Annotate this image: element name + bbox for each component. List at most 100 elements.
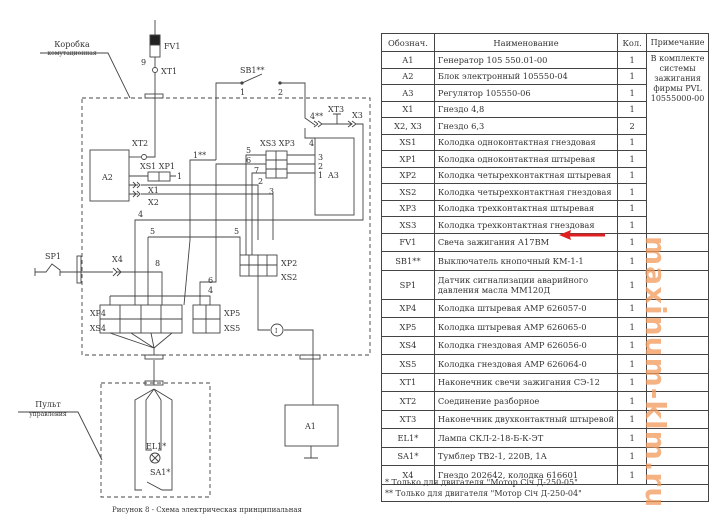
cell-name: Выключатель кнопочный КМ-1-1: [433, 251, 619, 271]
cell-ref: A1: [381, 51, 435, 69]
cell-name: Наконечник двухконтактный штыревой: [433, 409, 619, 429]
cell-qty: 1: [617, 150, 648, 168]
panel-leader-line: [18, 411, 103, 461]
cell-name: Регулятор 105550-06: [433, 84, 619, 102]
label-a3-3: 3: [318, 153, 323, 162]
xt2-terminal-icon: [141, 154, 147, 160]
cell-ref: XP5: [381, 317, 435, 337]
cell-name: Соединение разборное: [433, 391, 619, 411]
label-panel-1: Пульт: [35, 400, 61, 409]
cell-ref: XS4: [381, 335, 435, 355]
cell-name: Наконечник свечи зажигания СЭ-12: [433, 372, 619, 392]
xt1-terminal-icon: [152, 67, 158, 73]
cell-name: Колодка одноконтактная штыревая: [433, 150, 619, 168]
label-wire-2: 2: [258, 177, 263, 186]
cell-name: Колодка четырехконтактная штыревая: [433, 166, 619, 184]
header-qty: Кол.: [617, 33, 648, 52]
cell-name: Колодка одноконтактная гнездовая: [433, 133, 619, 151]
cell-note: [646, 269, 709, 300]
label-a3-4: 4: [309, 139, 314, 148]
label-pin-7: 7: [254, 166, 259, 175]
cell-name: Лампа СКЛ-2-18-Б-К-ЭТ: [433, 428, 619, 448]
table-header-row: Обознач. Наименование Кол. Примечание: [381, 33, 709, 52]
cell-ref: XP2: [381, 166, 435, 184]
footnote-2: ** Только для двигателя "Мотор Січ Д-250…: [385, 489, 582, 498]
cell-qty: 1: [617, 183, 648, 201]
control-panel-outline: [100, 382, 211, 498]
label-sa1: SA1*: [150, 468, 170, 477]
label-9: 9: [141, 58, 146, 67]
label-xp1-pin: 1: [177, 172, 182, 181]
label-wire-3: 3: [269, 187, 274, 196]
cell-ref: X1: [381, 100, 435, 118]
cell-note: [646, 465, 709, 485]
cell-qty: 1: [617, 216, 648, 234]
cell-name: Колодка штыревая AMP 626057-0: [433, 298, 619, 318]
cell-qty: 1: [617, 199, 648, 217]
cell-qty: 1: [617, 84, 648, 102]
fuse-circle-icon: [270, 323, 284, 337]
label-box-2: комутационная: [47, 50, 97, 57]
label-a2: A2: [101, 173, 113, 182]
label-wire-6: 6: [208, 276, 213, 285]
label-xt2: XT2: [132, 139, 148, 148]
cell-ref: EL1*: [381, 428, 435, 448]
label-wire-1: 1**: [193, 151, 206, 160]
cell-ref: X2, X3: [381, 117, 435, 135]
label-x3: X3: [352, 111, 363, 120]
cell-ref: SB1**: [381, 251, 435, 271]
cell-qty: 1: [617, 100, 648, 118]
label-xs1-xp1: XS1 XP1: [140, 162, 175, 171]
a3-block: [314, 137, 355, 216]
label-xs3-xp3: XS3 XP3: [260, 139, 295, 148]
label-wire-4: 4: [138, 210, 143, 219]
header-ref: Обознач.: [381, 33, 435, 52]
cell-qty: 1: [617, 67, 648, 85]
label-xp2: XP2: [281, 259, 297, 268]
cell-name: Свеча зажигания А17ВМ: [433, 232, 619, 252]
red-arrow-icon: [559, 230, 605, 240]
cell-ref: XS5: [381, 354, 435, 374]
cell-ref: XS3: [381, 216, 435, 234]
label-sb1-p2: 2: [278, 88, 283, 97]
cell-name: Колодка штыревая AMP 626065-0: [433, 317, 619, 337]
cell-ref: A2: [381, 67, 435, 85]
cell-name: Колодка трехконтактная штыревая: [433, 199, 619, 217]
cell-name: Генератор 105 550.01-00: [433, 51, 619, 69]
label-wire-5a: 5: [150, 227, 155, 236]
cell-name: Датчик сигнализации аварийного давления …: [433, 269, 619, 300]
cell-name: Колодка гнездовая AMP 626056-0: [433, 335, 619, 355]
cell-ref: XT3: [381, 409, 435, 429]
header-name: Наименование: [433, 33, 619, 52]
label-x4: X4: [112, 255, 123, 264]
label-x1: X1: [148, 186, 159, 195]
cell-ref: XP1: [381, 150, 435, 168]
cell-name: Гнездо 4,8: [433, 100, 619, 118]
label-xs4: XS4: [90, 324, 106, 333]
label-xp5: XP5: [224, 309, 240, 318]
cell-ref: FV1: [381, 232, 435, 252]
label-wire-5b: 5: [234, 227, 239, 236]
label-panel-2: управления: [29, 411, 67, 418]
cell-name: Колодка четырехконтактная гнездовая: [433, 183, 619, 201]
label-sb1: SB1**: [240, 66, 264, 75]
header-note: Примечание: [646, 33, 709, 52]
cell-qty: 1: [617, 166, 648, 184]
label-sp1: SP1: [45, 252, 61, 261]
cell-note-group: В комплекте системы зажигания фирмы PVL …: [646, 51, 709, 234]
figure-caption: Рисунок 8 - Схема электрическая принципи…: [112, 506, 302, 514]
label-a1: A1: [304, 422, 316, 431]
label-xt3: XT3: [328, 105, 344, 114]
label-xs2: XS2: [281, 273, 297, 282]
footnote-1: * Только для двигателя "Мотор Січ Д-250-…: [385, 478, 578, 487]
label-x2: X2: [148, 198, 159, 207]
cell-qty: 1: [617, 51, 648, 69]
cell-ref: XP4: [381, 298, 435, 318]
cell-ref: XS2: [381, 183, 435, 201]
